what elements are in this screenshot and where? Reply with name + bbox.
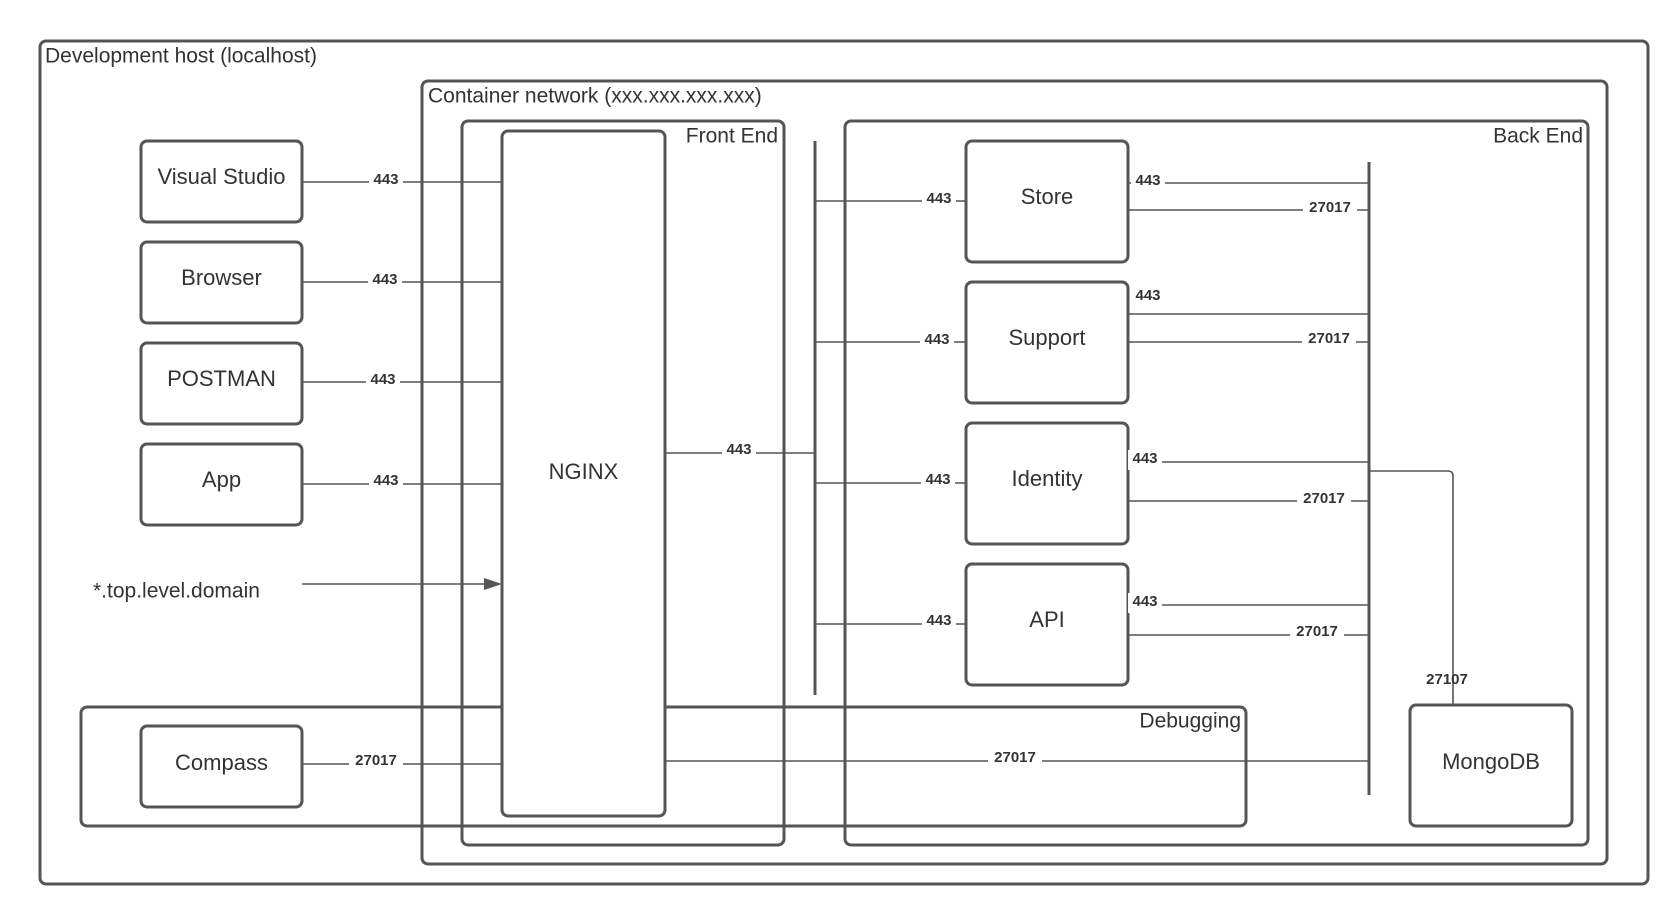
port-label-support-db: 27017	[1308, 330, 1350, 347]
frontend-container-title: Front End	[686, 125, 778, 148]
nginx-node[interactable]	[500, 129, 667, 818]
compass-node[interactable]	[139, 724, 304, 809]
network-container-title: Container network (xxx.xxx.xxx.xxx)	[428, 85, 762, 108]
store-node[interactable]	[964, 139, 1130, 264]
debugging-container-title: Debugging	[1139, 710, 1241, 733]
port-label-browser: 443	[372, 271, 397, 288]
port-label-identity-out: 443	[1132, 450, 1157, 467]
port-labels: 443 443 443 443 27017 443 443 443 443 44…	[349, 171, 1468, 772]
port-label-support-out: 443	[1135, 287, 1160, 304]
visual-studio-label: Visual Studio	[157, 164, 285, 189]
port-label-api-out: 443	[1132, 593, 1157, 610]
port-label-store-db: 27017	[1309, 199, 1351, 216]
nginx-label: NGINX	[549, 459, 619, 484]
identity-label: Identity	[1012, 466, 1083, 491]
port-label-compass: 27017	[355, 752, 397, 769]
support-node[interactable]	[964, 280, 1130, 405]
network-container	[420, 79, 1609, 866]
domain-label: *.top.level.domain	[93, 580, 260, 603]
bus-to-mongodb-line	[1369, 470, 1454, 705]
visual-studio-node[interactable]	[139, 139, 304, 224]
domain-arrowhead	[484, 578, 502, 590]
app-node[interactable]	[139, 442, 304, 527]
host-container-title: Development host (localhost)	[45, 45, 317, 68]
support-label: Support	[1008, 325, 1085, 350]
port-label-store-in: 443	[926, 190, 951, 207]
postman-node[interactable]	[139, 341, 304, 426]
backend-container-title: Back End	[1493, 125, 1583, 148]
port-label-postman: 443	[370, 371, 395, 388]
port-label-support-in: 443	[924, 331, 949, 348]
port-label-identity-db: 27017	[1303, 490, 1345, 507]
browser-node[interactable]	[139, 240, 304, 325]
port-label-identity-in: 443	[925, 471, 950, 488]
port-label-vs: 443	[373, 171, 398, 188]
app-label: App	[202, 467, 241, 492]
postman-label: POSTMAN	[167, 366, 276, 391]
host-container	[38, 39, 1650, 886]
port-label-store-out: 443	[1135, 172, 1160, 189]
browser-label: Browser	[181, 265, 262, 290]
port-label-api-in: 443	[926, 612, 951, 629]
api-label: API	[1029, 607, 1064, 632]
port-label-api-db: 27017	[1296, 623, 1338, 640]
api-node[interactable]	[964, 562, 1130, 687]
mongodb-node[interactable]	[1408, 703, 1574, 828]
compass-label: Compass	[175, 750, 268, 775]
frontend-container	[460, 119, 786, 847]
port-label-debug-db: 27017	[994, 749, 1036, 766]
port-label-app: 443	[373, 472, 398, 489]
mongodb-label: MongoDB	[1442, 749, 1540, 774]
identity-node[interactable]	[964, 421, 1130, 546]
store-label: Store	[1021, 184, 1074, 209]
connections	[302, 181, 1454, 765]
port-label-nginx-out: 443	[726, 441, 751, 458]
port-label-mongo: 27107	[1426, 671, 1468, 688]
